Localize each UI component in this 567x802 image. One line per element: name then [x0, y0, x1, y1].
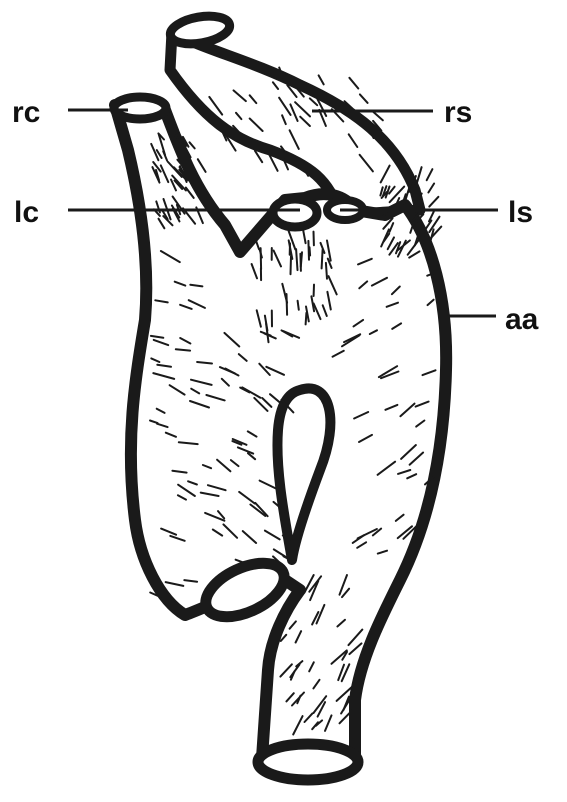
- hatch-stroke: [319, 75, 324, 84]
- hatch-stroke: [429, 197, 438, 207]
- label-right-carotid: rc: [12, 98, 40, 128]
- hatch-stroke: [416, 167, 422, 187]
- hatch-stroke: [306, 313, 307, 325]
- left-carotid-opening: [273, 199, 317, 227]
- label-right-subclavian: rs: [444, 98, 472, 128]
- hatch-stroke: [287, 294, 288, 315]
- label-left-carotid: lc: [14, 198, 39, 228]
- hatch-stroke: [298, 301, 299, 310]
- hatch-stroke: [176, 349, 190, 350]
- hatch-stroke: [291, 256, 292, 274]
- hatch-stroke: [296, 249, 297, 270]
- descending-aorta-opening: [258, 744, 358, 780]
- label-left-subclavian: ls: [508, 198, 533, 228]
- label-aortic-arch: aa: [505, 305, 538, 335]
- hatch-stroke: [373, 111, 383, 120]
- hatch-stroke: [310, 247, 311, 255]
- hatch-stroke: [427, 169, 433, 180]
- right-subclavian-opening: [168, 12, 232, 48]
- hatch-stroke: [428, 184, 434, 193]
- right-carotid-opening: [114, 97, 166, 119]
- hatch-stroke: [349, 78, 358, 89]
- hatch-stroke: [322, 250, 323, 269]
- hatch-stroke: [190, 142, 195, 148]
- hatch-stroke: [326, 263, 327, 279]
- hatch-stroke: [198, 159, 206, 172]
- hatch-stroke: [301, 252, 302, 266]
- hatch-stroke: [360, 94, 368, 103]
- hatch-stroke: [261, 248, 262, 269]
